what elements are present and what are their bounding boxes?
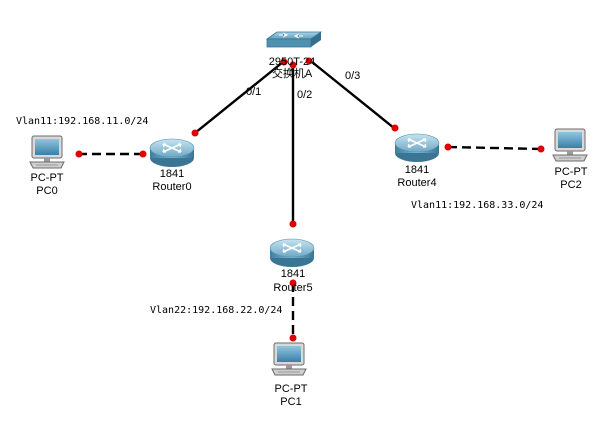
link-switch-router0[interactable]	[194, 61, 284, 134]
endpoint-dot	[139, 150, 147, 158]
endpoint-dot	[75, 150, 83, 158]
links	[78, 61, 542, 338]
port-label-0-3: 0/3	[345, 70, 361, 82]
endpoint-dot	[537, 145, 545, 153]
link-router4-pc2[interactable]	[447, 145, 542, 151]
endpoint-dot	[289, 334, 297, 342]
endpoint-dot	[305, 57, 313, 65]
vlan22-label: Vlan22:192.168.22.0/24	[150, 305, 283, 316]
switch-model-label: 2950T-24	[268, 56, 316, 68]
link-switch-router4[interactable]	[311, 61, 395, 129]
router4-model-label: 1841	[404, 164, 430, 176]
endpoint-dot	[289, 279, 297, 287]
router0-name-label: Router0	[152, 181, 192, 193]
router5-name-label: Router5	[273, 282, 313, 294]
endpoint-dot	[391, 124, 399, 132]
router0-model-label: 1841	[159, 168, 185, 180]
pc-icon[interactable]	[271, 342, 307, 376]
router4-name-label: Router4	[397, 177, 437, 189]
vlan11-right-label: Vlan11:192.168.33.0/24	[411, 200, 544, 211]
endpoint-dot	[444, 143, 452, 151]
link-endpoints	[75, 57, 545, 342]
vlan11-left-label: Vlan11:192.168.11.0/24	[16, 116, 149, 127]
pc1-model-label: PC-PT	[274, 383, 308, 395]
port-label-0-2: 0/2	[297, 89, 313, 101]
port-label-0-1: 0/1	[246, 86, 262, 98]
pc0-name-label: PC0	[36, 185, 58, 197]
router-icon[interactable]	[394, 133, 440, 163]
endpoint-dot	[289, 220, 297, 228]
pc1-name-label: PC1	[280, 396, 302, 408]
pc-icon[interactable]	[552, 128, 588, 162]
endpoint-dot	[280, 58, 288, 66]
router-icon[interactable]	[269, 238, 315, 268]
pc0-model-label: PC-PT	[30, 172, 64, 184]
router-icon[interactable]	[149, 138, 195, 168]
endpoint-dot	[289, 61, 297, 69]
pc2-name-label: PC2	[560, 179, 582, 191]
router5-model-label: 1841	[280, 268, 306, 280]
switch-name-label: 交换机A	[271, 68, 313, 80]
endpoint-dot	[191, 129, 199, 137]
switch-icon[interactable]	[265, 31, 323, 48]
pc-icon[interactable]	[29, 135, 65, 169]
pc2-model-label: PC-PT	[554, 166, 588, 178]
